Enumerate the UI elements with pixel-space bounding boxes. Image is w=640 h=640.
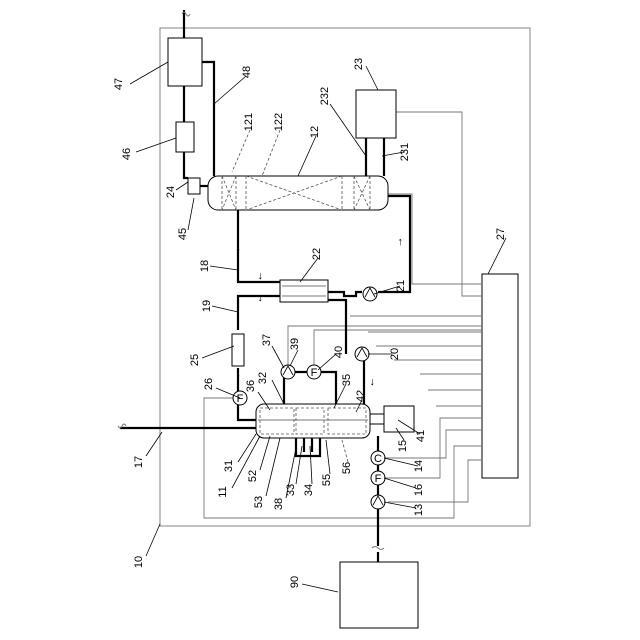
- ref-numeral-121: 121: [243, 113, 255, 131]
- flow-meter-39-letter: F: [311, 367, 318, 379]
- ref-numeral-35: 35: [341, 374, 353, 386]
- pump-20: [355, 347, 369, 361]
- leader-line-37: [272, 346, 284, 368]
- leader-line-52: [260, 436, 270, 470]
- leader-line-56: [342, 440, 348, 462]
- leader-line-55: [326, 440, 330, 474]
- leader-line-121: [232, 130, 250, 172]
- ref-numeral-53: 53: [253, 496, 265, 508]
- flow-arrow: ←: [231, 243, 243, 254]
- ref-numeral-19: 19: [201, 300, 213, 312]
- ref-numeral-42: 42: [355, 390, 367, 402]
- unit-46: [176, 122, 194, 152]
- ref-numeral-90: 90: [289, 576, 301, 588]
- unit-23: [356, 90, 396, 138]
- ref-numeral-26: 26: [203, 378, 215, 390]
- unit-15: [384, 406, 414, 432]
- leader-line-90: [302, 584, 338, 592]
- control-unit: [482, 274, 518, 478]
- leader-line-24: [176, 182, 188, 190]
- leader-line-25: [202, 346, 234, 358]
- ref-numeral-20: 20: [389, 348, 401, 360]
- ref-numeral-17: 17: [133, 456, 145, 468]
- ref-numeral-10: 10: [133, 556, 145, 568]
- ref-numeral-24: 24: [165, 186, 177, 198]
- ref-numeral-46: 46: [121, 148, 133, 160]
- ref-numeral-25: 25: [189, 354, 201, 366]
- flow-arrow: ←: [365, 377, 377, 388]
- flow-arrow: →: [393, 237, 405, 248]
- reference-numerals: 47 48 46 121 122 12 232 23 231 24 45 27 18 22 21 19 25 37…: [113, 58, 507, 592]
- leader-line-18: [210, 266, 238, 270]
- ref-numeral-21: 21: [395, 280, 407, 292]
- ref-numeral-18: 18: [199, 260, 211, 272]
- unit-47: [168, 38, 202, 86]
- flow-arrow: ←: [253, 271, 265, 282]
- ref-numeral-40: 40: [333, 346, 345, 358]
- ref-numeral-31: 31: [223, 460, 235, 472]
- ref-numeral-13: 13: [413, 504, 425, 516]
- ref-numeral-232: 232: [319, 87, 331, 105]
- leader-line-46: [136, 138, 176, 152]
- leader-line-48: [214, 76, 246, 104]
- flow-meter-26-letter: F: [237, 393, 244, 405]
- flow-meter-16-letter: F: [375, 473, 382, 485]
- ref-numeral-36: 36: [245, 380, 257, 392]
- ref-numeral-22: 22: [311, 248, 323, 260]
- ref-numeral-48: 48: [241, 66, 253, 78]
- ref-numeral-33: 33: [285, 484, 297, 496]
- ref-numeral-38: 38: [273, 498, 285, 510]
- ref-numeral-12: 12: [309, 126, 321, 138]
- ref-numeral-32: 32: [257, 372, 269, 384]
- ref-numeral-231: 231: [399, 143, 411, 161]
- heat-exchanger: [280, 280, 328, 302]
- leader-line-122: [262, 130, 280, 176]
- ref-numeral-14: 14: [413, 460, 425, 472]
- ref-numeral-55: 55: [321, 474, 333, 486]
- ref-numeral-37: 37: [261, 334, 273, 346]
- ref-numeral-27: 27: [495, 228, 507, 240]
- flow-meter-16: F: [371, 471, 385, 485]
- ref-numeral-23: 23: [353, 58, 365, 70]
- ref-numeral-41: 41: [415, 430, 427, 442]
- leader-line-53: [266, 438, 280, 496]
- leader-line-13: [384, 502, 416, 508]
- leader-line-12: [298, 136, 316, 176]
- ref-numeral-47: 47: [113, 78, 125, 90]
- break-mark: [372, 547, 384, 550]
- ref-numeral-45: 45: [177, 228, 189, 240]
- leader-line-39: [290, 350, 298, 366]
- flow-meter-39: F: [307, 365, 321, 379]
- plant-90: [340, 562, 418, 628]
- heater-25: [232, 334, 244, 366]
- ref-numeral-122: 122: [273, 113, 285, 131]
- flow-arrow: ←: [231, 369, 243, 380]
- ref-numeral-52: 52: [247, 470, 259, 482]
- ref-numeral-16: 16: [413, 484, 425, 496]
- concentration-meter-14-letter: C: [374, 453, 382, 465]
- ref-numeral-34: 34: [303, 484, 315, 496]
- ref-numeral-15: 15: [397, 440, 409, 452]
- pump-13: [371, 495, 385, 509]
- leader-line-47: [130, 62, 168, 84]
- concentration-meter-14: C: [371, 451, 385, 465]
- ref-numeral-56: 56: [341, 462, 353, 474]
- flow-arrow: ←: [253, 293, 265, 304]
- reactor-vessel: [256, 404, 370, 438]
- leader-line-23: [366, 66, 378, 90]
- leader-line-45: [188, 198, 194, 230]
- leader-line-10: [146, 524, 160, 556]
- leader-line-32: [272, 380, 284, 404]
- ref-numeral-39: 39: [289, 338, 301, 350]
- leader-line-27: [488, 238, 506, 274]
- valve-24: [188, 178, 200, 194]
- leader-line-22: [300, 258, 318, 282]
- leader-line-16: [384, 478, 416, 488]
- ref-numeral-11: 11: [217, 486, 229, 497]
- absorption-column: [208, 176, 388, 210]
- control-wiring: [204, 112, 482, 518]
- leader-line-19: [212, 306, 238, 312]
- shaft-coupling: [370, 414, 384, 424]
